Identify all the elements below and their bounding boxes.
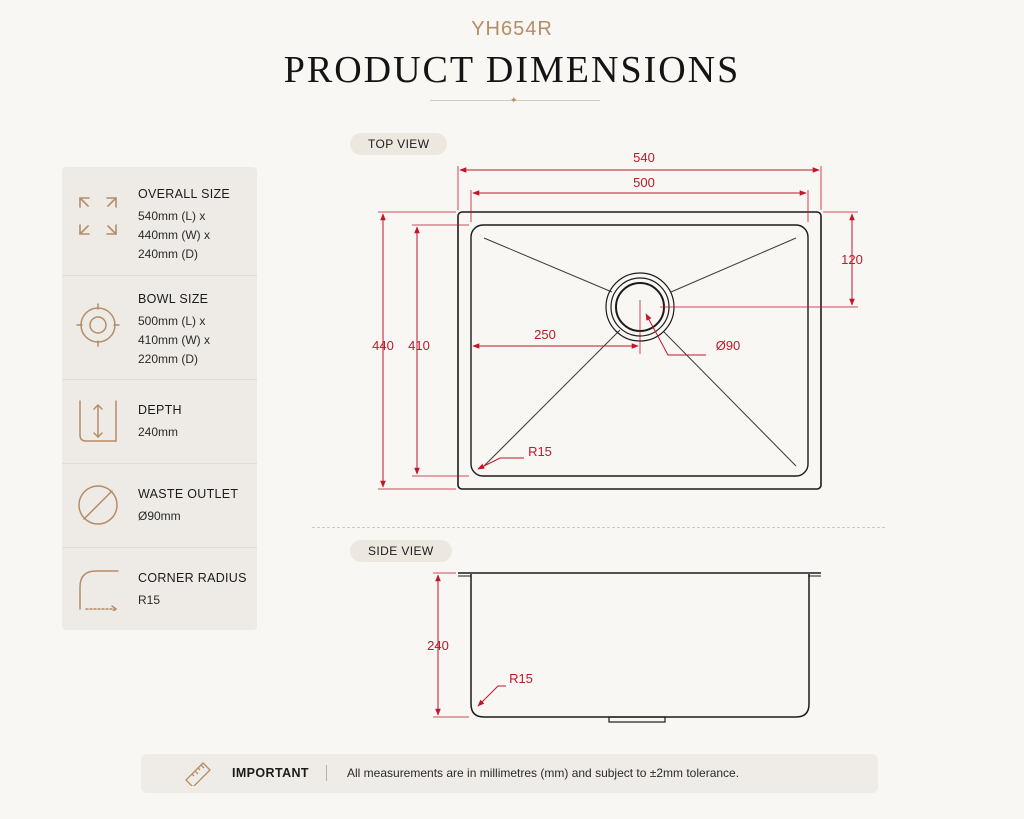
spec-label: OVERALL SIZE [138, 187, 231, 201]
dim-overall-length: 540 [633, 150, 655, 165]
side-view-drawing [458, 572, 821, 723]
bowl-circle-icon [76, 303, 120, 347]
top-view-dimensions [378, 166, 858, 490]
spec-value-line: 220mm (D) [138, 352, 199, 366]
spec-item-corner-radius: CORNER RADIUS R15 [62, 547, 257, 630]
side-waste-fitting [608, 716, 666, 723]
dim-outlet-diameter: Ø90 [716, 338, 741, 353]
dim-bowl-length: 500 [633, 175, 655, 190]
spec-value-line: R15 [138, 593, 161, 607]
dim-outlet-offset-short: 120 [841, 252, 863, 267]
important-note: IMPORTANT All measurements are in millim… [141, 754, 878, 793]
spec-value-line: 240mm (D) [138, 247, 199, 261]
dim-corner-radius-top: R15 [528, 444, 552, 459]
spec-value-line: 500mm (L) x [138, 314, 206, 328]
side-bowl-outline [470, 574, 810, 718]
spec-item-bowl-size: BOWL SIZE 500mm (L) x 410mm (W) x 220mm … [62, 275, 257, 380]
dim-bowl-width: 410 [408, 338, 430, 353]
dim-corner-radius-side: R15 [509, 671, 533, 686]
view-divider [312, 527, 885, 528]
spec-value-line: Ø90mm [138, 509, 181, 523]
note-separator [326, 765, 327, 781]
spec-label: BOWL SIZE [138, 292, 209, 306]
dim-outlet-offset-long: 250 [534, 327, 556, 342]
dim-overall-width: 440 [372, 338, 394, 353]
spec-label: CORNER RADIUS [138, 571, 247, 585]
spec-item-depth: DEPTH 240mm [62, 379, 257, 464]
spec-panel: OVERALL SIZE 540mm (L) x 440mm (W) x 240… [62, 167, 257, 630]
spec-item-overall-size: OVERALL SIZE 540mm (L) x 440mm (W) x 240… [62, 167, 257, 276]
dim-depth: 240 [427, 638, 449, 653]
spec-label: DEPTH [138, 403, 182, 417]
page-title: PRODUCT DIMENSIONS [283, 49, 741, 91]
top-view-drawing [457, 211, 822, 490]
waste-outlet-icon [78, 485, 118, 525]
spec-value-line: 540mm (L) x [138, 209, 206, 223]
side-view-label: SIDE VIEW [350, 540, 452, 562]
diamond-ornament-icon: ✦ [510, 95, 518, 105]
title-divider: ✦ [430, 95, 600, 105]
sink-outer-rim [457, 211, 822, 490]
model-number: YH654R [471, 18, 553, 40]
note-text: All measurements are in millimetres (mm)… [347, 766, 740, 780]
bowl-drain-lines [483, 237, 797, 467]
side-view-dimensions [433, 572, 506, 718]
top-view-label: TOP VIEW [350, 133, 448, 155]
spec-value-line: 440mm (W) x [138, 228, 210, 242]
spec-item-waste-outlet: WASTE OUTLET Ø90mm [62, 463, 257, 548]
note-label: IMPORTANT [232, 766, 309, 780]
depth-gauge-icon [79, 400, 117, 442]
ruler-icon [185, 762, 211, 786]
spec-value-line: 410mm (W) x [138, 333, 210, 347]
bowl-outline [470, 224, 809, 477]
spec-label: WASTE OUTLET [138, 487, 239, 501]
corner-radius-icon [79, 570, 119, 611]
spec-value-line: 240mm [138, 425, 179, 439]
expand-arrows-icon [79, 197, 117, 235]
